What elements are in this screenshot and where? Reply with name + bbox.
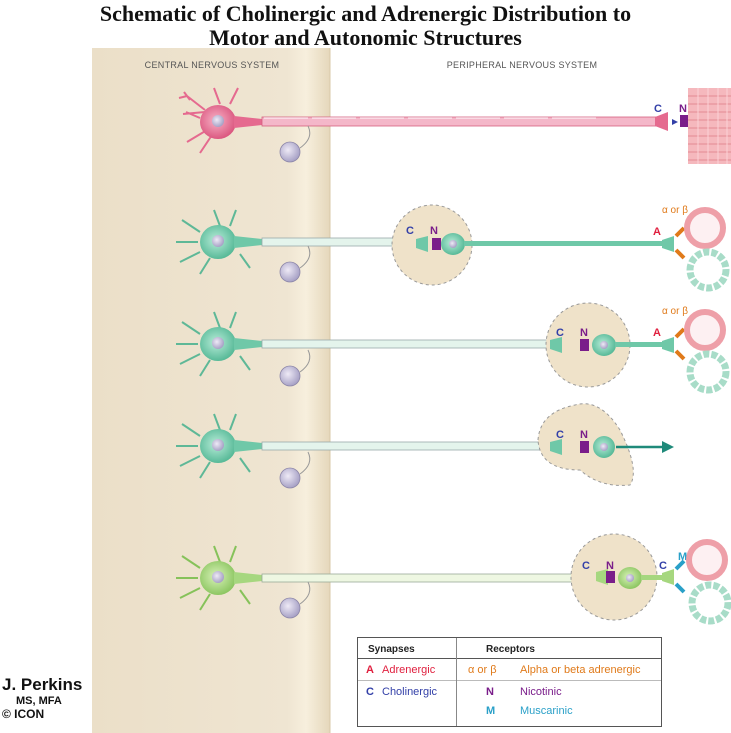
somatic-axon-hillock [234,116,262,128]
svg-text:C: C [659,560,667,572]
pathway-2-preganglionic-axon [261,339,551,349]
legend-muscarinic-letter: M [486,705,496,717]
svg-text:N: N [606,560,614,572]
svg-text:M: M [678,551,687,563]
svg-text:N: N [580,429,588,441]
somatic-nicotinic-receptor [680,115,688,127]
legend-cholinergic-label: Cholinergic [382,686,438,698]
schwann-cell-5 [279,597,301,619]
schwann-cell-4 [279,467,301,489]
svg-text:α or β: α or β [662,205,688,216]
pathway-1-postganglionic-axon [464,241,664,246]
pathway-4-gland [688,581,731,625]
artist-name: J. Perkins [2,675,83,694]
adrenal-medulla-pathway: C N [176,403,674,489]
pathway-1-gland [686,248,730,292]
legend-adrenergic-label: Adrenergic [382,664,436,676]
pathway-4-dendrites [176,545,251,611]
somatic-dendrites [178,87,239,154]
schwann-cell-1 [279,141,301,163]
legend-muscarinic-label: Muscarinic [520,705,573,717]
pns-label: PERIPHERAL NERVOUS SYSTEM [447,60,598,70]
diagram-title: Schematic of Cholinergic and Adrenergic … [0,2,731,50]
title-line-2: Motor and Autonomic Structures [209,25,522,50]
schwann-cell-2 [279,261,301,283]
legend-receptors-header: Receptors [486,644,535,655]
pathway-2-gland [686,350,730,394]
pathway-3-preganglionic-axon [261,441,551,451]
somatic-nucleus [212,115,224,127]
somatic-c-label: C [654,103,662,115]
pathway-2-dendrites [176,311,251,377]
artist-degrees: MS, MFA [16,695,62,707]
title-line-1: Schematic of Cholinergic and Adrenergic … [99,1,632,26]
cns-label: CENTRAL NERVOUS SYSTEM [145,60,280,70]
legend-box: Synapses Receptors A Adrenergic α or β A… [357,637,662,727]
pathway-1-dendrites [176,209,251,275]
legend-alpha-beta-label: Alpha or beta adrenergic [520,664,641,676]
pathway-4-blood-vessel [686,539,728,581]
legend-synapses-header: Synapses [368,644,415,655]
svg-text:α or β: α or β [662,306,688,317]
sympathetic-pathway-1: C N A α or β [176,204,730,292]
pathway-2-blood-vessel [684,309,726,351]
somatic-terminal [655,112,668,131]
legend-alpha-beta-symbol: α or β [468,664,497,676]
icon-logo: © ICON [2,707,45,721]
sympathetic-pathway-2: C N A α or β [176,302,730,394]
svg-text:C: C [556,327,564,339]
legend-adrenergic-letter: A [366,664,374,676]
legend-nicotinic-letter: N [486,686,494,698]
svg-text:C: C [406,225,414,237]
parasympathetic-pathway: C N C M [176,533,731,625]
svg-text:A: A [653,226,661,238]
svg-text:C: C [556,429,564,441]
pathway-1-blood-vessel [684,207,726,249]
skeletal-muscle [688,88,731,164]
artist-credit: J. Perkins MS, MFA © ICON [2,675,92,721]
schwann-cell-3 [279,365,301,387]
pathway-2-postganglionic-axon [615,342,665,347]
pathway-3-dendrites [176,413,251,479]
somatic-motor-pathway: C N [178,87,731,164]
legend-cholinergic-letter: C [366,686,374,698]
svg-text:N: N [430,225,438,237]
svg-text:C: C [582,560,590,572]
somatic-n-label: N [679,103,687,115]
svg-text:N: N [580,327,588,339]
legend-nicotinic-label: Nicotinic [520,686,562,698]
pathway-4-preganglionic-axon [261,573,603,583]
svg-text:A: A [653,327,661,339]
